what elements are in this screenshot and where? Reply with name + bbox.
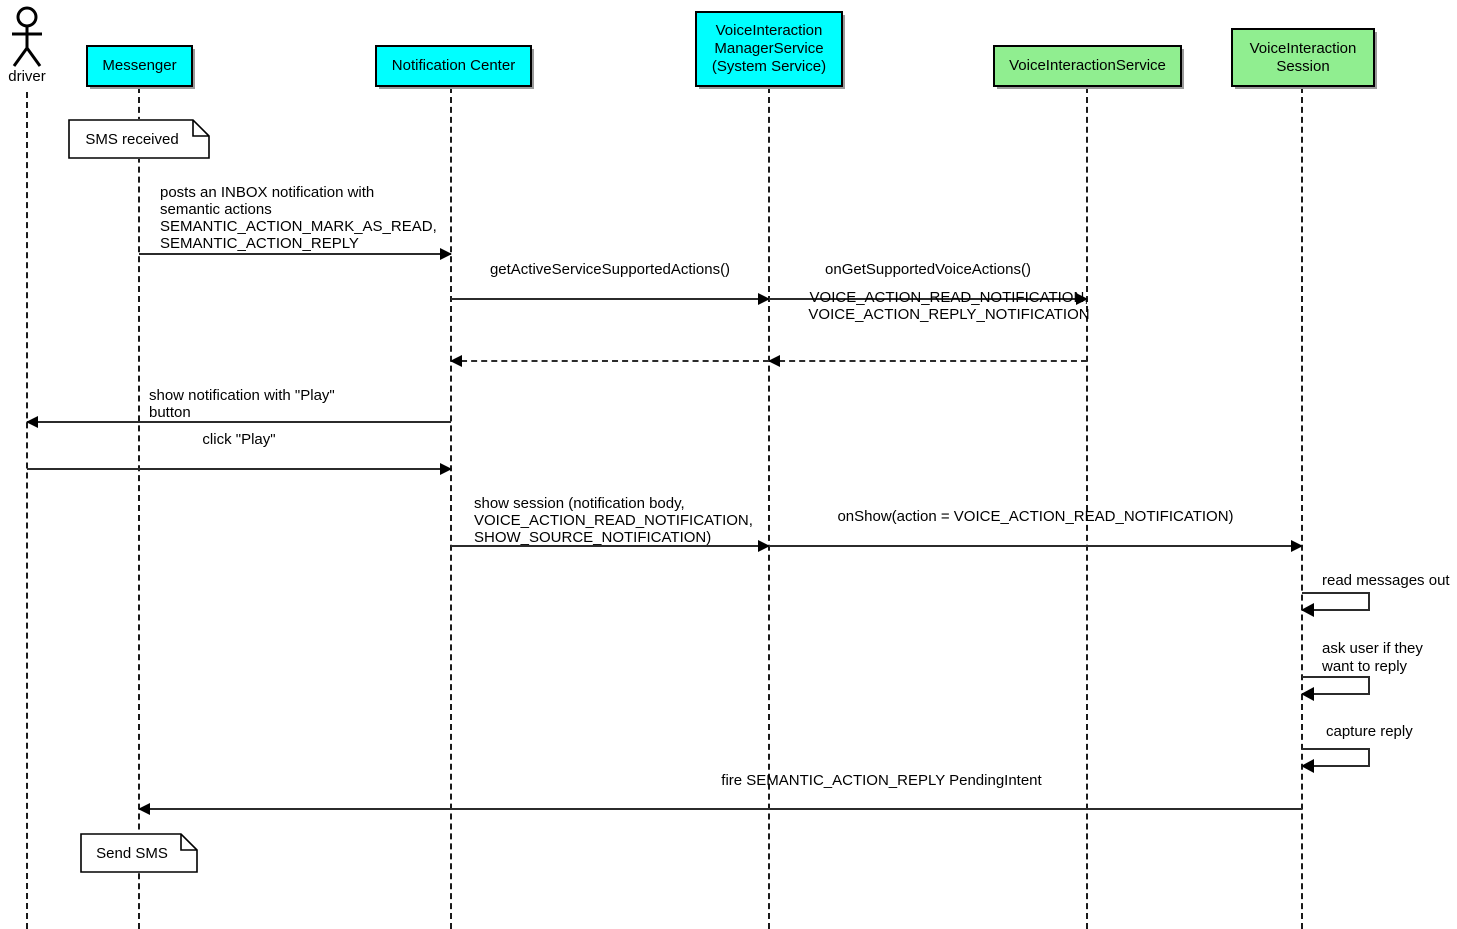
message-post-inbox-notification-arrowhead-icon [440, 248, 452, 260]
message-fire-semantic-action-reply[interactable] [138, 803, 1302, 815]
note-sms-received: SMS received [68, 119, 210, 159]
self-call-capture-reply-bottom [1302, 765, 1370, 767]
participant-box-2[interactable]: Notification Center [375, 45, 532, 87]
participant-box-1[interactable]: Messenger [86, 45, 193, 87]
message-return-to-notification-center[interactable] [450, 355, 769, 367]
message-show-notification-play-button-label: show notification with "Play" button [149, 387, 335, 421]
message-post-inbox-notification-label: posts an INBOX notification with semanti… [160, 184, 437, 252]
self-call-read-messages-out-label: read messages out [1322, 572, 1450, 589]
participant-box-5[interactable]: VoiceInteraction Session [1231, 28, 1375, 87]
driver-actor-label: driver [8, 68, 46, 85]
message-return-voice-actions[interactable] [768, 355, 1087, 367]
message-get-active-service-supported-actions[interactable] [451, 293, 770, 305]
message-on-get-supported-voice-actions-line [769, 298, 1087, 300]
self-call-capture-reply-arrowhead-icon [1301, 759, 1314, 773]
message-get-active-service-supported-actions-label: getActiveServiceSupportedActions() [489, 261, 731, 278]
self-call-capture-reply-right [1368, 748, 1370, 765]
message-fire-semantic-action-reply-label: fire SEMANTIC_ACTION_REPLY PendingIntent [721, 772, 1042, 789]
lifeline-1 [138, 87, 140, 929]
message-return-voice-actions-arrowhead-icon [768, 355, 780, 367]
self-call-read-messages-out-bottom [1302, 609, 1370, 611]
self-call-capture-reply[interactable] [1301, 748, 1370, 773]
message-on-show-line [769, 545, 1302, 547]
message-show-notification-play-button-arrowhead-icon [26, 416, 38, 428]
message-get-active-service-supported-actions-line [451, 298, 769, 300]
message-click-play-line [27, 468, 451, 470]
message-show-session-line [451, 545, 769, 547]
self-call-ask-user-reply-bottom [1302, 693, 1370, 695]
self-call-ask-user-reply-label: ask user if they want to reply [1322, 640, 1423, 675]
lifeline-2 [450, 87, 452, 929]
self-call-ask-user-reply[interactable] [1301, 676, 1370, 701]
message-fire-semantic-action-reply-arrowhead-icon [138, 803, 150, 815]
self-call-read-messages-out[interactable] [1301, 592, 1370, 617]
message-click-play[interactable] [27, 463, 452, 475]
self-call-ask-user-reply-top [1302, 676, 1370, 678]
message-show-session[interactable] [451, 540, 770, 552]
message-on-get-supported-voice-actions-label: onGetSupportedVoiceActions() [825, 261, 1031, 278]
self-call-capture-reply-label: capture reply [1326, 723, 1413, 740]
message-click-play-label: click "Play" [202, 431, 276, 448]
self-call-ask-user-reply-arrowhead-icon [1301, 687, 1314, 701]
message-get-active-service-supported-actions-arrowhead-icon [758, 293, 770, 305]
message-on-show[interactable] [769, 540, 1303, 552]
self-call-capture-reply-top [1302, 748, 1370, 750]
lifeline-5 [1301, 87, 1303, 929]
participant-box-3[interactable]: VoiceInteraction ManagerService (System … [695, 11, 843, 87]
message-return-voice-actions-line [769, 360, 1087, 362]
message-on-show-arrowhead-icon [1291, 540, 1303, 552]
note-sms-received-label: SMS received [85, 130, 179, 148]
message-post-inbox-notification[interactable] [139, 248, 452, 260]
message-post-inbox-notification-line [139, 253, 451, 255]
driver-actor [5, 6, 49, 75]
lifeline-4 [1086, 87, 1088, 929]
message-return-to-notification-center-arrowhead-icon [450, 355, 462, 367]
message-on-get-supported-voice-actions[interactable] [769, 293, 1088, 305]
message-return-voice-actions-label: VOICE_ACTION_READ_NOTIFICATION, VOICE_AC… [808, 289, 1090, 323]
message-return-to-notification-center-line [451, 360, 769, 362]
message-show-session-arrowhead-icon [758, 540, 770, 552]
lifeline-driver [26, 92, 28, 929]
participant-box-4[interactable]: VoiceInteractionService [993, 45, 1182, 87]
message-click-play-arrowhead-icon [440, 463, 452, 475]
message-show-notification-play-button[interactable] [26, 416, 451, 428]
self-call-read-messages-out-top [1302, 592, 1370, 594]
message-show-session-label: show session (notification body, VOICE_A… [474, 495, 753, 546]
message-fire-semantic-action-reply-line [139, 808, 1302, 810]
note-send-sms: Send SMS [80, 833, 198, 873]
message-on-show-label: onShow(action = VOICE_ACTION_READ_NOTIFI… [837, 508, 1234, 525]
self-call-read-messages-out-arrowhead-icon [1301, 603, 1314, 617]
lifeline-3 [768, 87, 770, 929]
self-call-ask-user-reply-right [1368, 676, 1370, 693]
self-call-read-messages-out-right [1368, 592, 1370, 609]
message-on-get-supported-voice-actions-arrowhead-icon [1076, 293, 1088, 305]
message-show-notification-play-button-line [27, 421, 451, 423]
note-send-sms-label: Send SMS [96, 844, 168, 862]
